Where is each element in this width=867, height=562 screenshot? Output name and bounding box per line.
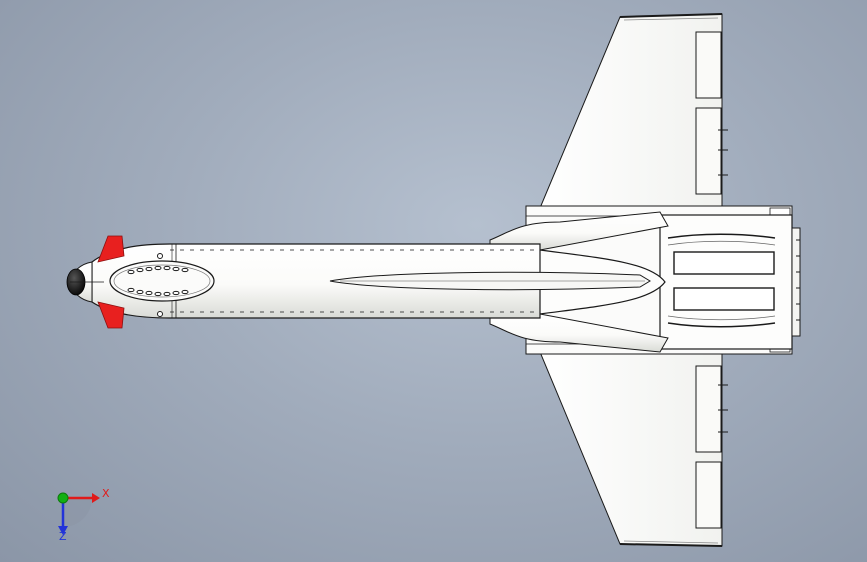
upper-wing[interactable]	[539, 13, 728, 209]
lower-aileron-inner	[695, 365, 722, 453]
canopy-frame	[109, 260, 215, 302]
z-axis-label: Z	[59, 530, 67, 543]
x-axis-label: X	[102, 487, 110, 500]
canard-upper	[97, 235, 125, 263]
exhaust-port-upper	[673, 251, 775, 275]
axis-triad	[57, 492, 100, 535]
upper-aileron-outer	[695, 31, 722, 99]
nose-cone[interactable]	[66, 261, 104, 303]
fuselage[interactable]	[91, 243, 651, 319]
y-axis-dot	[57, 492, 69, 504]
exhaust-port-lower	[673, 287, 775, 311]
lower-aileron-outer	[695, 461, 722, 529]
engine-block[interactable]	[659, 214, 801, 350]
canard-lower	[97, 301, 125, 329]
canopy-windows	[127, 265, 189, 297]
upper-aileron-inner	[695, 107, 722, 195]
lower-wing[interactable]	[539, 351, 728, 547]
canards[interactable]	[97, 235, 163, 329]
